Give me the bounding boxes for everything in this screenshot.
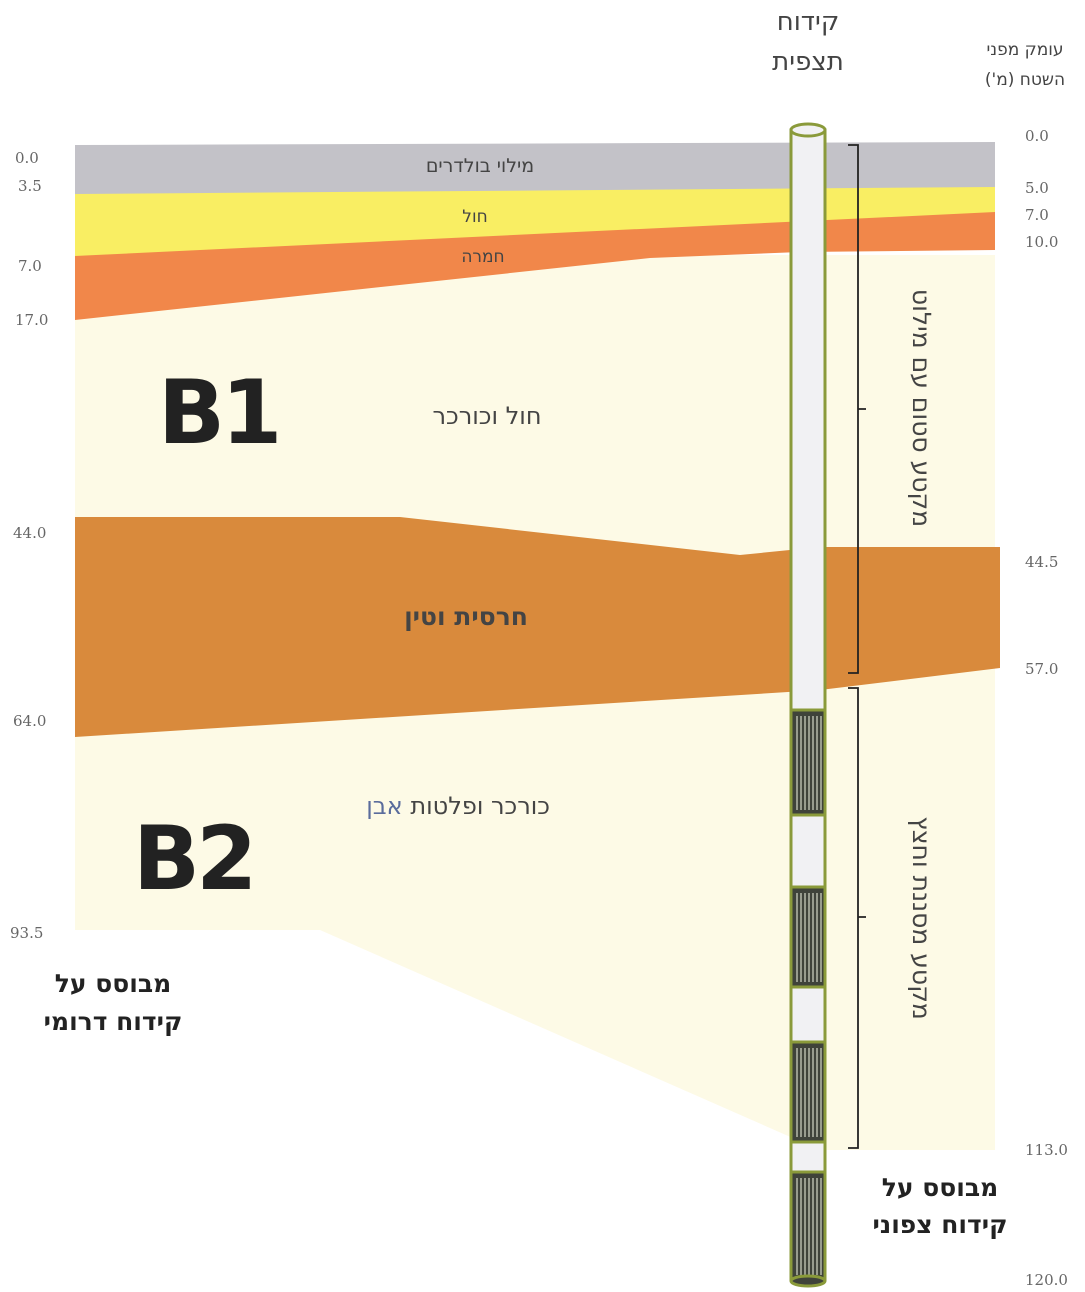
drill-title-line1: קידוח	[777, 7, 840, 37]
depth-header-line1: עומק מפני	[986, 40, 1063, 60]
right-depth-scale: 0.0 5.0 7.0 10.0 44.5 57.0 113.0 120.0	[1025, 127, 1068, 1289]
right-depth-7: 120.0	[1025, 1271, 1068, 1289]
layer-sand	[75, 185, 995, 256]
screen-segment-1	[789, 708, 827, 817]
layer-clay-silt	[75, 517, 1000, 737]
right-depth-0: 0.0	[1025, 127, 1049, 145]
bracket-lower-line	[848, 687, 866, 1149]
label-clay-silt: חרסית וטין	[404, 602, 528, 631]
layer-hamra	[75, 210, 995, 320]
drill-title-line2: תצפית	[772, 47, 844, 77]
right-depth-5: 57.0	[1025, 660, 1058, 678]
screen-slots-4	[796, 1178, 822, 1275]
south-note-line1: מבוסס על	[55, 969, 171, 998]
left-depth-6: 93.5	[10, 924, 43, 942]
depth-header-line2: השטח (מ')	[985, 70, 1065, 90]
screen-slots-2	[796, 893, 822, 982]
left-depth-2: 7.0	[18, 257, 42, 275]
left-depth-0: 0.0	[15, 149, 39, 167]
pipe-bottom-cap	[789, 1274, 827, 1288]
label-kurkar-stone: כורכר ופלטות אבן	[366, 792, 550, 820]
right-depth-3: 10.0	[1025, 233, 1058, 251]
label-kurkar-stone-a: כורכר ופלטות	[410, 792, 550, 820]
left-depth-3: 17.0	[15, 311, 48, 329]
right-depth-2: 7.0	[1025, 206, 1049, 224]
bracket-upper	[848, 144, 866, 674]
screen-segment-2	[789, 885, 827, 989]
bracket-lower	[848, 687, 866, 1149]
left-depth-scale: 0.0 3.5 7.0 17.0 44.0 64.0 93.5	[10, 149, 48, 942]
unit-b2: B2	[133, 807, 253, 910]
south-note-line2: קידוח דרומי	[44, 1007, 183, 1036]
label-fill-boulders: מילוי בולדרים	[426, 155, 534, 177]
screen-segment-4	[789, 1170, 827, 1282]
left-depth-4: 44.0	[13, 524, 46, 542]
geology-cross-section	[75, 142, 1000, 1150]
observation-well-pipe	[789, 122, 827, 1288]
pipe-top-cap	[789, 122, 827, 138]
unit-b1: B1	[158, 361, 278, 464]
label-sand: חול	[462, 207, 487, 227]
right-depth-4: 44.5	[1025, 553, 1058, 571]
north-note-line2: קידוח צפוני	[873, 1210, 1008, 1239]
label-kurkar-stone-b: אבן	[366, 792, 402, 820]
casing-gap-3	[789, 1140, 827, 1174]
right-depth-6: 113.0	[1025, 1141, 1068, 1159]
north-note-line1: מבוסס על	[882, 1173, 998, 1202]
bracket-upper-label: מקטע סטום עם מילוט	[907, 289, 936, 527]
screen-segment-3	[789, 1040, 827, 1144]
casing-gap-2	[789, 985, 827, 1044]
casing-upper	[789, 128, 827, 712]
left-depth-5: 64.0	[13, 712, 46, 730]
right-depth-1: 5.0	[1025, 179, 1049, 197]
casing-gap-1	[789, 813, 827, 889]
bracket-lower-label: מקטע מסננת וחצץ	[907, 816, 936, 1020]
label-sand-kurkar: חול וכורכר	[432, 402, 541, 430]
bracket-upper-line	[848, 144, 866, 674]
label-hamra: חמרה	[461, 247, 504, 267]
screen-slots-3	[796, 1048, 822, 1137]
left-depth-1: 3.5	[18, 177, 42, 195]
screen-slots-1	[796, 716, 822, 810]
layer-fill-boulders	[75, 142, 995, 194]
